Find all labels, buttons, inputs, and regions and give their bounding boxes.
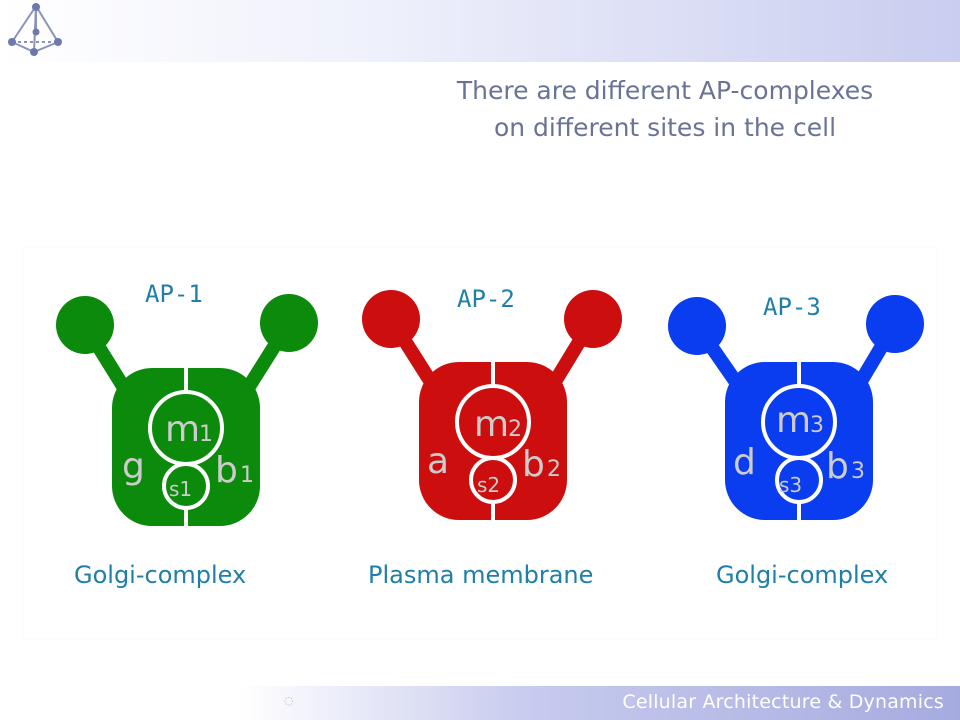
ap-complex-2-right-index: 2 [547, 457, 561, 482]
ap-complex-3-bottom-subunit: s3 [779, 473, 802, 497]
ap-complex-2-right-subunit: b [522, 444, 545, 485]
ap-complex-2-name: AP-2 [457, 285, 515, 313]
sigma-subunit-outline [469, 456, 517, 504]
ap-complex-2-shape [362, 290, 622, 520]
ap-complex-3-shape [668, 295, 924, 520]
ap-complex-2-bottom-subunit: s2 [477, 473, 500, 497]
ap-complex-1-site: Golgi-complex [74, 561, 246, 589]
ap-complex-3-top-index: 3 [810, 413, 824, 438]
ap-complex-3-top-subunit: m [776, 400, 811, 441]
ap-complex-1-bottom-subunit: s1 [169, 477, 192, 501]
ap-complex-3: AP-3 m 3 d b 3 s3 Golgi-complex [668, 293, 924, 589]
ap-complex-3-left-subunit: d [733, 442, 756, 483]
ap-complex-1-name: AP-1 [145, 280, 203, 308]
right-ear [866, 295, 924, 353]
ap-complex-3-right-index: 3 [851, 459, 865, 484]
ap-complex-1-left-subunit: g [122, 446, 145, 487]
footer-band: ◌ Cellular Architecture & Dynamics [0, 686, 960, 720]
ap-complex-2: AP-2 m 2 a b 2 s2 Plasma membrane [362, 285, 622, 589]
ap-complex-1-right-subunit: b [215, 450, 238, 491]
ap-complex-1-top-subunit: m [165, 409, 200, 450]
ap-complex-2-site: Plasma membrane [368, 561, 593, 589]
ap-complex-2-top-index: 2 [508, 417, 522, 442]
sigma-subunit-outline [162, 462, 210, 510]
ap-complex-2-top-subunit: m [474, 404, 509, 445]
ap-complex-2-left-subunit: a [427, 441, 449, 482]
ap-complex-3-site: Golgi-complex [716, 561, 888, 589]
left-ear [362, 290, 420, 348]
sigma-subunit-outline [775, 456, 823, 504]
footer-brand: Cellular Architecture & Dynamics [622, 691, 944, 713]
left-ear [56, 296, 114, 354]
right-ear [260, 294, 318, 352]
header-band [0, 0, 960, 62]
ap-complex-1-shape [56, 294, 318, 526]
slide-title: There are different AP-complexes on diff… [400, 72, 930, 146]
title-line-1: There are different AP-complexes [456, 76, 874, 105]
ap-complex-3-name: AP-3 [763, 293, 821, 321]
ap-complex-1: AP-1 m 1 g b 1 s1 Golgi-complex [56, 280, 318, 589]
title-line-2: on different sites in the cell [493, 113, 837, 142]
page-mark-icon: ◌ [284, 694, 294, 707]
ap-complex-1-right-index: 1 [240, 463, 254, 488]
left-ear [668, 297, 726, 355]
right-ear [564, 290, 622, 348]
ap-complex-3-right-subunit: b [826, 446, 849, 487]
ap-complex-1-top-index: 1 [199, 422, 213, 447]
tetrahedron-logo-icon [8, 3, 62, 56]
